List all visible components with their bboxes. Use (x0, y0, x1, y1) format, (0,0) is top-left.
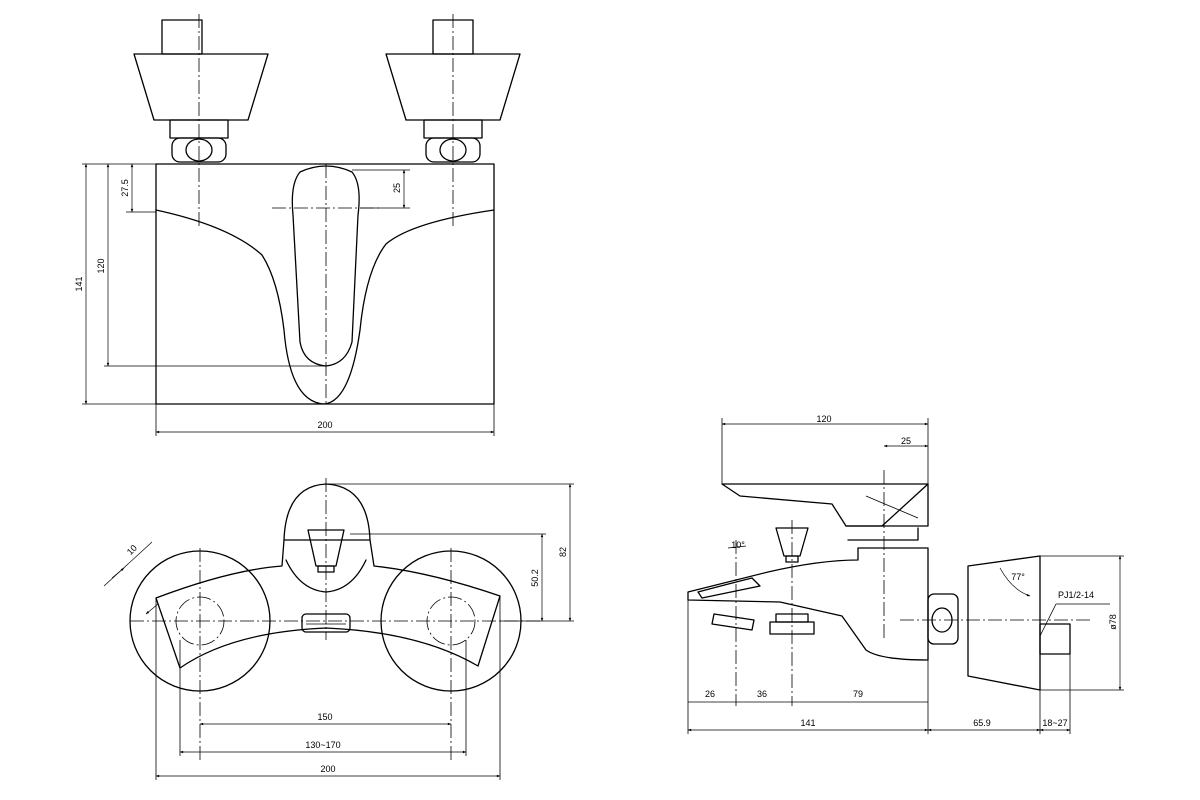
side-handle-lever (721, 483, 929, 527)
escutcheon-left (133, 19, 269, 163)
top-view: 82 50.2 10 150 130~170 200 (103, 478, 574, 780)
front-dim-height-body: 120 (96, 258, 106, 273)
side-body (687, 547, 929, 661)
top-dim-height-total: 82 (558, 547, 568, 557)
handle-lever (291, 165, 360, 367)
top-dim-width: 200 (320, 764, 335, 774)
side-dim-angle-escutcheon: 77° (1011, 572, 1025, 582)
side-dim-angle-spout: 10° (731, 540, 745, 550)
front-dim-height-total: 141 (74, 276, 84, 291)
front-view: 141 120 27.5 25 200 (74, 14, 521, 436)
top-dim-height-spout: 50.2 (530, 569, 540, 587)
side-dim-escutcheon-dia: ø78 (1108, 614, 1118, 630)
side-dim-c: 79 (853, 689, 863, 699)
top-dim-center-range: 130~170 (305, 740, 340, 750)
front-dim-top-handle: 25 (392, 183, 402, 193)
side-dim-offset: 65.9 (973, 718, 991, 728)
side-dim-b: 36 (757, 689, 767, 699)
side-dim-top-width: 120 (816, 414, 831, 424)
front-dim-top-left: 27.5 (120, 179, 130, 197)
body-outline (155, 163, 495, 405)
side-dim-depth: 141 (800, 718, 815, 728)
front-dim-width: 200 (317, 420, 332, 430)
side-view: 120 25 10° 77° PJ1/2-14 ø78 26 36 79 141… (687, 414, 1124, 734)
side-dim-range: 18~27 (1042, 718, 1067, 728)
side-dim-thread: PJ1/2-14 (1058, 590, 1094, 600)
top-dim-centers: 150 (317, 712, 332, 722)
top-dim-angle-tick: 10 (125, 543, 139, 557)
handle-top (283, 483, 371, 541)
side-dim-top-handle: 25 (901, 436, 911, 446)
side-escutcheon (967, 555, 1041, 691)
side-dim-a: 26 (705, 689, 715, 699)
